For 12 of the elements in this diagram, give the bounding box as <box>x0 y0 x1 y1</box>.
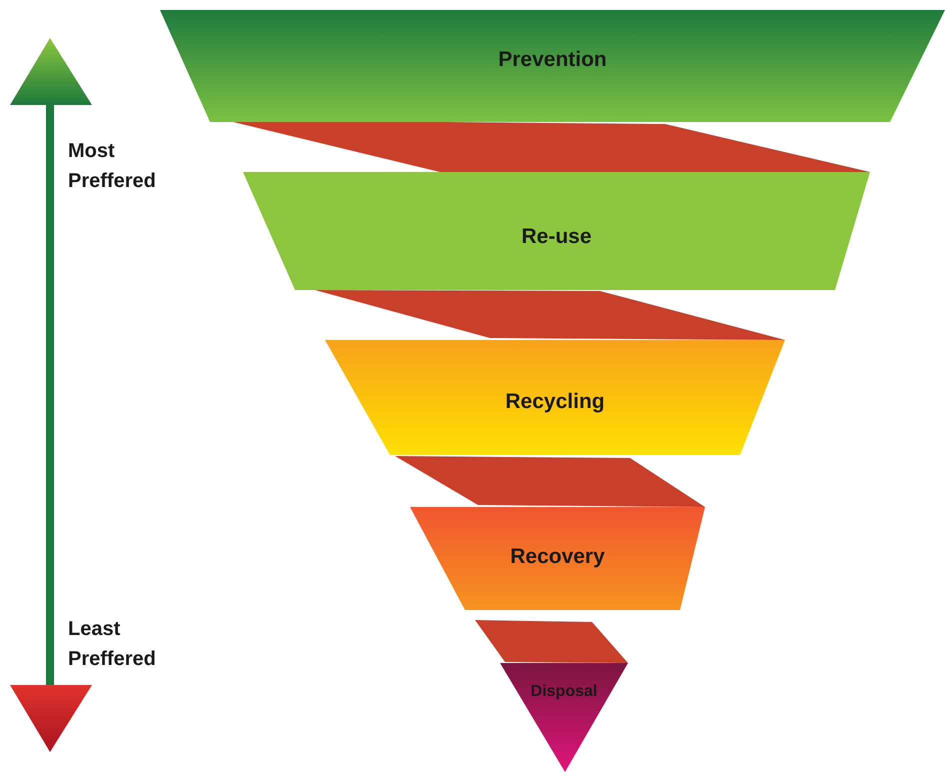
band-label: Disposal <box>530 683 598 701</box>
scale-label: Most Preffered <box>68 139 157 194</box>
funnel-band <box>243 172 870 290</box>
funnel-tip <box>500 663 628 772</box>
band-label: Re-use <box>521 225 592 249</box>
funnel-band <box>410 507 705 610</box>
band-label: Prevention <box>498 48 607 72</box>
band-label: Recycling <box>505 390 605 414</box>
funnel-band <box>160 10 945 122</box>
funnel-band <box>325 340 785 455</box>
scale-label: Least Preffered <box>68 617 157 672</box>
band-label: Recovery <box>510 545 605 569</box>
